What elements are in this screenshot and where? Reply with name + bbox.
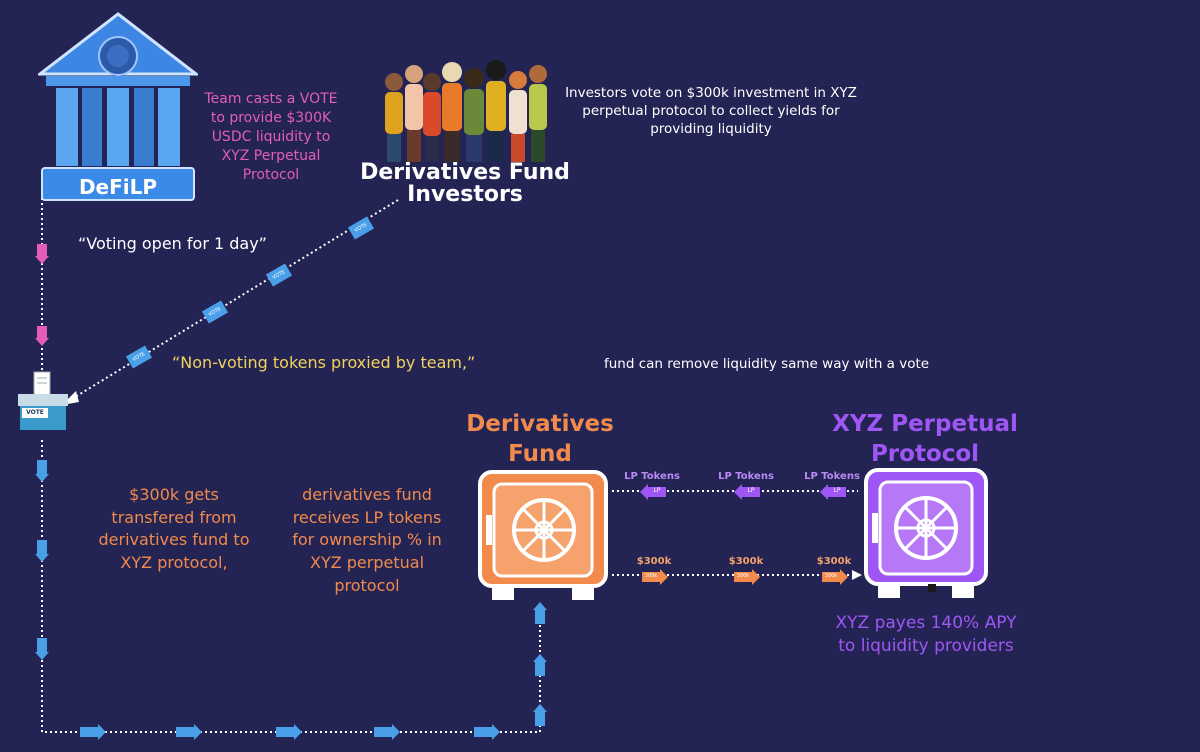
vote-token-up-1 bbox=[533, 704, 547, 726]
lp-token-3: LP Tokens LP bbox=[802, 471, 862, 501]
non-voting-note: “Non-voting tokens proxied by team,” bbox=[172, 353, 476, 372]
lp-token-icon-label: LP bbox=[833, 487, 841, 494]
vote-token-up-3 bbox=[533, 602, 547, 624]
lp-token-icon-label: LP bbox=[747, 487, 755, 494]
investors-note: Investors vote on $300k investment in XY… bbox=[565, 85, 857, 138]
usd-token-icon-label: 300k bbox=[736, 573, 750, 579]
lp-receive-note: derivatives fund receives LP tokens for … bbox=[292, 485, 442, 595]
xyz-corner-mark bbox=[928, 584, 936, 592]
usd-arrow-head bbox=[852, 570, 862, 580]
fund-title: Derivatives Fund bbox=[466, 411, 614, 467]
team-vote-note: Team casts a VOTE to provide $300K USDC … bbox=[204, 91, 338, 183]
vote-token-up-2 bbox=[533, 654, 547, 676]
usd-token-2: $300k 300k bbox=[716, 556, 776, 586]
usd-token-1: $300k 300k bbox=[624, 556, 684, 586]
lp-token-2: LP Tokens LP bbox=[716, 471, 776, 501]
vote-token-down-2 bbox=[35, 540, 49, 562]
bank-icon bbox=[35, 12, 201, 201]
vote-token-right-2 bbox=[176, 724, 202, 740]
voting-open-note: “Voting open for 1 day” bbox=[78, 234, 267, 253]
investors-crowd-icon bbox=[385, 60, 547, 162]
investors-title: Derivatives Fund Investors bbox=[360, 160, 570, 208]
usd-token-icon-label: 300k bbox=[824, 573, 838, 579]
vote-token-right-5 bbox=[474, 724, 500, 740]
lp-token-label: LP Tokens bbox=[804, 471, 860, 482]
usd-token-3: $300k 300k bbox=[804, 556, 864, 586]
lp-token-label: LP Tokens bbox=[624, 471, 680, 482]
ballot-box: VOTE bbox=[16, 370, 70, 432]
vote-token-right-4 bbox=[374, 724, 400, 740]
xyz-apy-note: XYZ payes 140% APY to liquidity provider… bbox=[835, 613, 1017, 657]
vote-token-right-3 bbox=[276, 724, 302, 740]
lp-token-label: LP Tokens bbox=[718, 471, 774, 482]
usd-token-icon-label: 300k bbox=[644, 573, 658, 579]
investors-to-ballot-line bbox=[61, 199, 399, 406]
ballot-label: VOTE bbox=[26, 409, 44, 416]
defilp-name: DeFiLP bbox=[78, 175, 158, 199]
fund-safe-icon bbox=[478, 470, 608, 600]
usd-token-label: $300k bbox=[636, 556, 672, 567]
ballot-box-icon bbox=[18, 371, 68, 430]
lp-token-icon-label: LP bbox=[653, 487, 661, 494]
defilp-bank: DeFiLP bbox=[35, 12, 201, 202]
usd-token-label: $300k bbox=[728, 556, 764, 567]
xyz-title: XYZ Perpetual Protocol bbox=[832, 411, 1018, 467]
vote-token-down-3 bbox=[35, 638, 49, 660]
pink-vote-arrow-2 bbox=[35, 326, 49, 346]
remove-liquidity-note: fund can remove liquidity same way with … bbox=[604, 356, 930, 372]
pink-vote-arrow-1 bbox=[35, 244, 49, 264]
vote-token-right-1 bbox=[80, 724, 106, 740]
lp-token-1: LP Tokens LP bbox=[622, 471, 682, 501]
usd-token-label: $300k bbox=[816, 556, 852, 567]
transfer-note: $300k gets transfered from derivatives f… bbox=[98, 485, 250, 573]
xyz-safe-icon bbox=[864, 468, 988, 598]
vote-token-down-1 bbox=[35, 460, 49, 482]
